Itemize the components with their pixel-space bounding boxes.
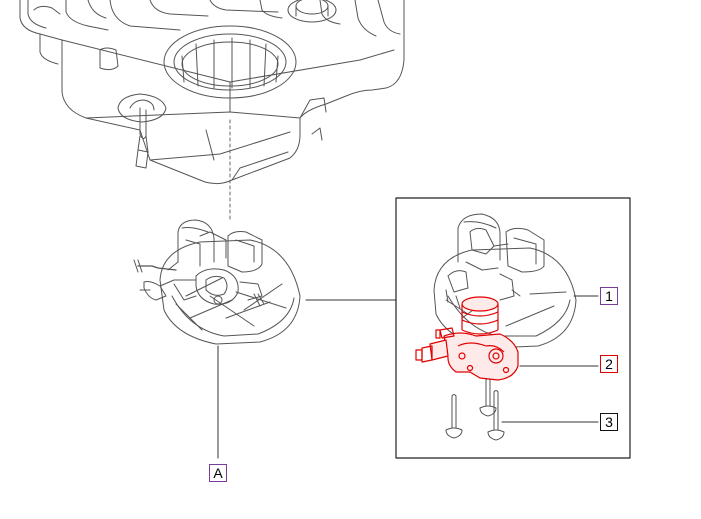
callout-label-3: 3 [600, 413, 618, 431]
fuel-tank-illustration [19, 0, 405, 185]
highlighted-pump-part [415, 296, 519, 381]
detail-pump-assembly-illustration [433, 213, 599, 423]
callout-label-a: A [209, 464, 227, 482]
callout-label-2: 2 [600, 355, 618, 373]
detail-view-frame [395, 197, 631, 459]
screws-illustration [445, 378, 505, 441]
pump-assembly-a-illustration [133, 219, 301, 345]
callout-label-1: 1 [600, 287, 618, 305]
